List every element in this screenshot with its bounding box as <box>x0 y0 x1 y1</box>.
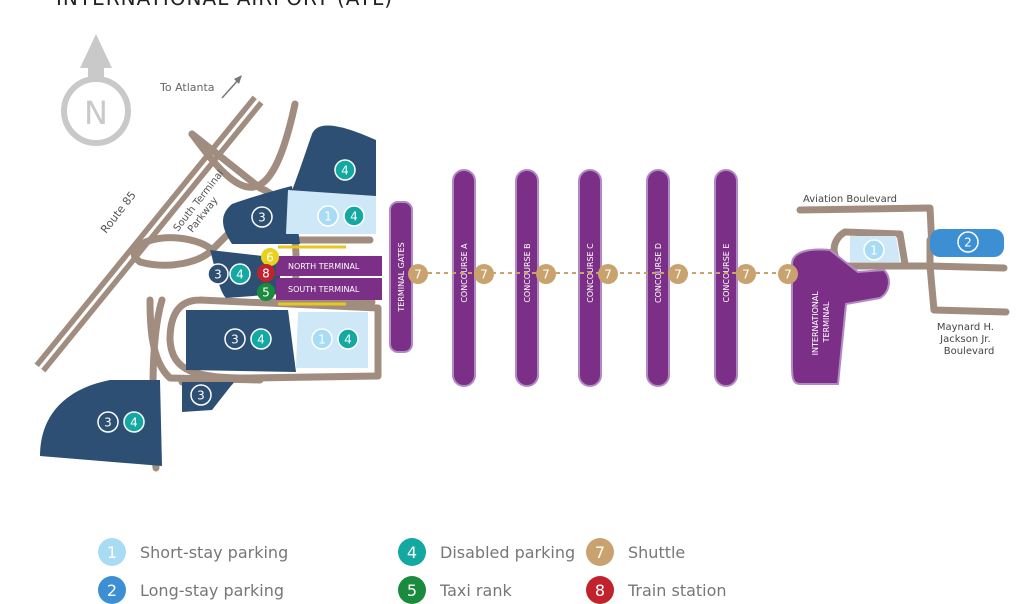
svg-text:8: 8 <box>262 267 270 281</box>
svg-text:7: 7 <box>674 268 682 282</box>
badge-taxi-5: 5 <box>257 283 275 301</box>
svg-text:7: 7 <box>542 268 550 282</box>
to-atlanta-label: To Atlanta <box>159 81 215 94</box>
legend-label: Train station <box>628 580 727 600</box>
south-terminal-label: SOUTH TERMINAL <box>288 285 360 294</box>
svg-text:3: 3 <box>214 268 222 282</box>
legend-item-short-stay-parking: 1 Short-stay parking <box>98 538 288 566</box>
svg-text:6: 6 <box>266 251 274 265</box>
svg-text:3: 3 <box>197 389 205 403</box>
svg-text:7: 7 <box>414 268 422 282</box>
badge-lot-sw-3: 3 <box>97 411 119 433</box>
shuttle-stop-badge-6: 7 <box>736 264 756 284</box>
svg-text:1: 1 <box>870 244 878 258</box>
maynard-boulevard-label: Maynard H. Jackson Jr. Boulevard <box>937 322 997 357</box>
badge-short-north-4: 4 <box>343 205 365 227</box>
compass-north-icon: N <box>61 34 131 146</box>
intl-line-2: TERMINAL <box>822 301 831 343</box>
compass-letter: N <box>84 94 108 132</box>
parking-lot-north-top <box>290 125 376 200</box>
legend-badge-4-icon: 4 <box>398 538 426 566</box>
svg-text:5: 5 <box>262 286 270 300</box>
svg-text:1: 1 <box>318 333 326 347</box>
svg-text:7: 7 <box>604 268 612 282</box>
legend-item-disabled-parking: 4 Disabled parking <box>398 538 575 566</box>
shuttle-stop-badge-1: 7 <box>408 264 428 284</box>
svg-text:4: 4 <box>130 416 138 430</box>
route-85-label: Route 85 <box>98 189 139 236</box>
legend-label: Taxi rank <box>440 580 512 600</box>
shuttle-stop-badge-4: 7 <box>598 264 618 284</box>
badge-short-north-1: 1 <box>317 205 339 227</box>
svg-text:2: 2 <box>964 236 972 250</box>
svg-text:7: 7 <box>742 268 750 282</box>
legend-item-shuttle: 7 Shuttle <box>586 538 685 566</box>
badge-lot-left-3: 3 <box>251 206 273 228</box>
badge-train-8: 8 <box>257 264 275 282</box>
badge-intl-long-2: 2 <box>957 231 979 253</box>
svg-text:7: 7 <box>480 268 488 282</box>
legend-label: Long-stay parking <box>140 580 285 600</box>
legend-badge-1-icon: 1 <box>98 538 126 566</box>
terminal-gates-label: TERMINAL GATES <box>397 242 406 312</box>
legend-badge-8-icon: 8 <box>586 576 614 604</box>
badge-short-south-1: 1 <box>311 328 333 350</box>
badge-lot-mid-3: 3 <box>207 263 229 285</box>
shuttle-stop-badge-7: 7 <box>778 264 798 284</box>
legend-badge-7-icon: 7 <box>586 538 614 566</box>
legend-badge-2-icon: 2 <box>98 576 126 604</box>
legend-badge-5-icon: 5 <box>398 576 426 604</box>
svg-text:7: 7 <box>784 268 792 282</box>
badge-lot-mid-4: 4 <box>229 263 251 285</box>
legend-label: Disabled parking <box>440 542 576 562</box>
svg-text:4: 4 <box>341 164 349 178</box>
maynard-line-2: Jackson Jr. <box>939 334 991 345</box>
legend-item-taxi-rank: 5 Taxi rank <box>398 576 512 604</box>
badge-lot-south-4: 4 <box>250 328 272 350</box>
north-terminal-label: NORTH TERMINAL <box>288 262 360 271</box>
international-terminal-building <box>791 248 890 385</box>
shuttle-stop-badge-5: 7 <box>668 264 688 284</box>
concourse-a-label: CONCOURSE A <box>460 243 469 303</box>
badge-lot-north-4: 4 <box>334 159 356 181</box>
shuttle-stop-badge-2: 7 <box>474 264 494 284</box>
shuttle-stop-badge-3: 7 <box>536 264 556 284</box>
international-terminal-label: INTERNATIONAL TERMINAL <box>811 289 831 356</box>
legend-label: Short-stay parking <box>140 542 289 562</box>
badge-short-south-4: 4 <box>337 328 359 350</box>
route-85-road <box>34 95 264 373</box>
concourse-d-label: CONCOURSE D <box>654 243 663 303</box>
shuttle-stops: 7 7 7 7 7 7 7 <box>408 264 798 284</box>
svg-text:3: 3 <box>104 416 112 430</box>
svg-text:4: 4 <box>350 210 358 224</box>
svg-text:4: 4 <box>344 333 352 347</box>
svg-text:4: 4 <box>236 268 244 282</box>
map-title: INTERNATIONAL AIRPORT (ATL) <box>56 0 393 10</box>
badge-lot-south-3: 3 <box>224 328 246 350</box>
badge-lot-sw-4: 4 <box>123 411 145 433</box>
svg-text:1: 1 <box>324 210 332 224</box>
to-atlanta-arrow-icon <box>221 75 242 99</box>
maynard-line-3: Boulevard <box>944 346 995 357</box>
badge-intl-short-1: 1 <box>863 239 885 261</box>
south-terminal-building <box>276 278 382 300</box>
intl-line-1: INTERNATIONAL <box>811 291 820 356</box>
legend-label: Shuttle <box>628 542 686 562</box>
legend-item-long-stay-parking: 2 Long-stay parking <box>98 576 284 604</box>
badge-shuttle-6: 6 <box>261 248 279 266</box>
north-terminal-building <box>276 256 382 276</box>
maynard-line-1: Maynard H. <box>937 322 994 333</box>
svg-text:3: 3 <box>231 333 239 347</box>
aviation-boulevard-label: Aviation Boulevard <box>803 194 897 205</box>
svg-text:3: 3 <box>258 211 266 225</box>
badge-lot-small-3: 3 <box>190 384 212 406</box>
svg-text:4: 4 <box>257 333 265 347</box>
legend-item-train-station: 8 Train station <box>586 576 727 604</box>
